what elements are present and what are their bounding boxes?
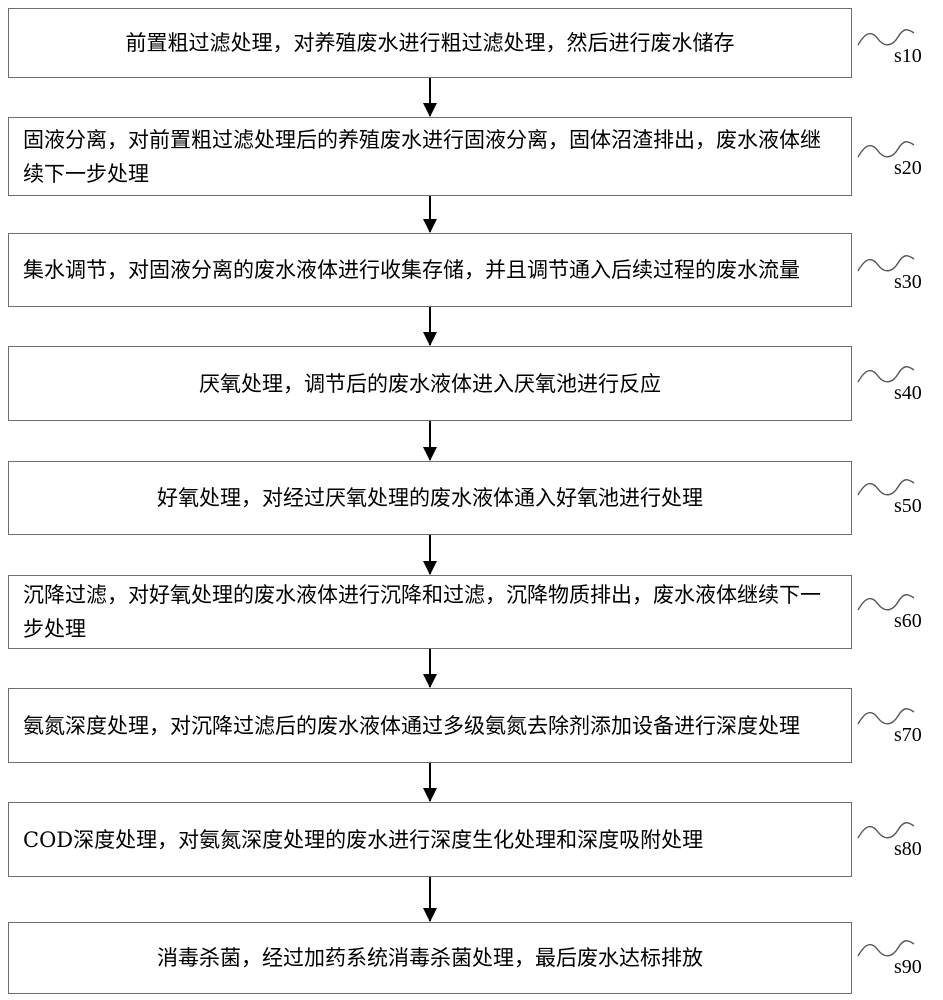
step-text-s70: 氨氮深度处理，对沉降过滤后的废水液体通过多级氨氮去除剂添加设备进行深度处理 (23, 713, 800, 738)
leader-line-s20 (857, 141, 915, 158)
step-text-s80: COD深度处理，对氨氮深度处理的废水进行深度生化处理和深度吸附处理 (23, 827, 704, 852)
leader-line-s60 (857, 594, 915, 611)
step-box-s60: 沉降过滤，对好氧处理的废水液体进行沉降和过滤，沉降物质排出，废水液体继续下一步处… (8, 575, 852, 649)
step-box-s20: 固液分离，对前置粗过滤处理后的养殖废水进行固液分离，固体沼渣排出，废水液体继续下… (8, 117, 852, 196)
step-label-s40: s40 (894, 382, 922, 404)
step-text-s90: 消毒杀菌，经过加药系统消毒杀菌处理，最后废水达标排放 (157, 946, 703, 970)
step-label-s90: s90 (894, 956, 922, 978)
step-label-s30: s30 (894, 271, 922, 293)
step-box-s30: 集水调节，对固液分离的废水液体进行收集存储，并且调节通入后续过程的废水流量 (8, 233, 852, 307)
step-box-s10: 前置粗过滤处理，对养殖废水进行粗过滤处理，然后进行废水储存 (8, 8, 852, 78)
step-label-s10: s10 (894, 45, 922, 67)
step-text-s10: 前置粗过滤处理，对养殖废水进行粗过滤处理，然后进行废水储存 (125, 31, 735, 55)
leader-line-s10 (857, 29, 915, 46)
flow-arrow-8 (423, 877, 437, 922)
step-label-s50: s50 (894, 495, 922, 517)
step-label-s80: s80 (894, 838, 922, 860)
flow-arrow-7 (423, 763, 437, 802)
step-box-s50: 好氧处理，对经过厌氧处理的废水液体通入好氧池进行处理 (8, 461, 852, 535)
step-box-s80: COD深度处理，对氨氮深度处理的废水进行深度生化处理和深度吸附处理 (8, 802, 852, 877)
flow-arrow-2 (423, 196, 437, 233)
flow-arrow-3 (423, 307, 437, 346)
leader-line-s80 (857, 822, 915, 839)
leader-line-s90 (857, 940, 915, 957)
step-text-s40: 厌氧处理，调节后的废水液体进入厌氧池进行反应 (199, 371, 661, 396)
step-text-s20: 固液分离，对前置粗过滤处理后的养殖废水进行固液分离，固体沼渣排出，废水液体继续下… (23, 127, 821, 186)
leader-line-s50 (857, 479, 915, 496)
step-label-s70: s70 (894, 724, 922, 746)
flow-arrow-5 (423, 535, 437, 575)
step-text-s30: 集水调节，对固液分离的废水液体进行收集存储，并且调节通入后续过程的废水流量 (23, 258, 800, 282)
step-text-s50: 好氧处理，对经过厌氧处理的废水液体通入好氧池进行处理 (157, 486, 703, 510)
leader-line-s70 (857, 708, 915, 725)
step-box-s70: 氨氮深度处理，对沉降过滤后的废水液体通过多级氨氮去除剂添加设备进行深度处理 (8, 688, 852, 763)
flow-arrow-6 (423, 649, 437, 688)
step-label-s20: s20 (894, 157, 922, 179)
step-label-s60: s60 (894, 610, 922, 632)
flow-arrow-4 (423, 421, 437, 461)
flow-arrow-1 (423, 78, 437, 117)
step-box-s90: 消毒杀菌，经过加药系统消毒杀菌处理，最后废水达标排放 (8, 922, 852, 994)
leader-line-s30 (857, 255, 915, 272)
leader-line-s40 (857, 366, 915, 383)
step-text-s60: 沉降过滤，对好氧处理的废水液体进行沉降和过滤，沉降物质排出，废水液体继续下一步处… (23, 583, 821, 641)
step-box-s40: 厌氧处理，调节后的废水液体进入厌氧池进行反应 (8, 346, 852, 421)
